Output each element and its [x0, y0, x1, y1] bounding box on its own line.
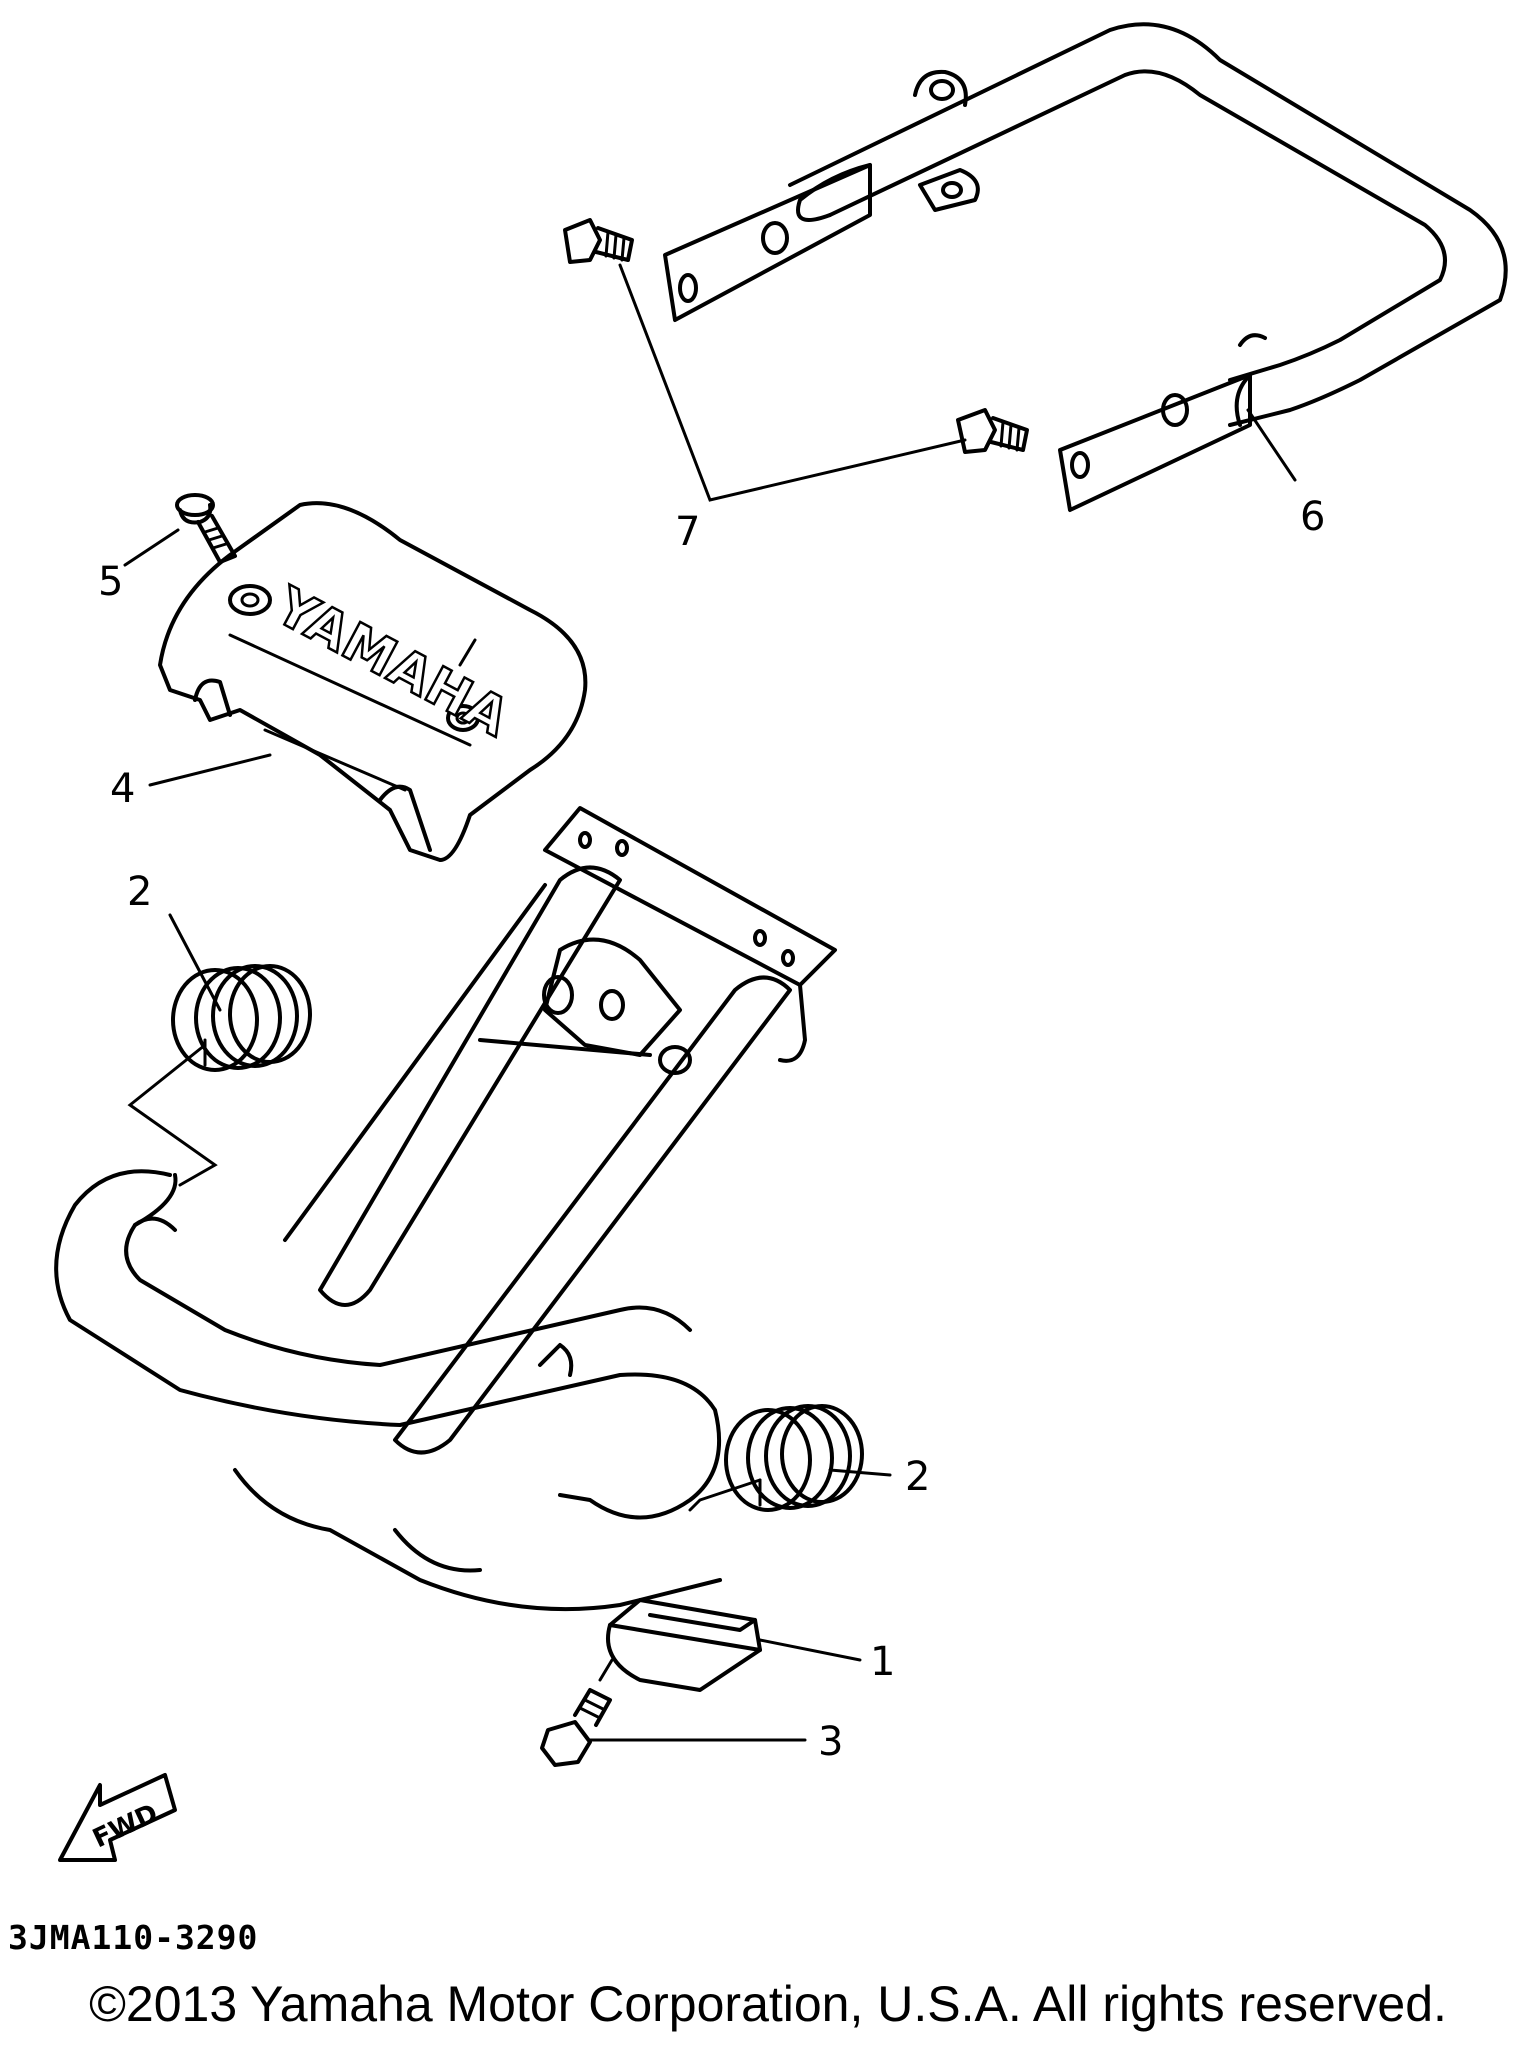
handlebar-damper-part: [171, 964, 864, 1512]
callout-7: 7: [675, 509, 700, 555]
callout-2-lower: 2: [905, 1454, 930, 1500]
grab-bar-part: [663, 22, 1508, 512]
drawing-code: 3JMA110-3290: [8, 1918, 259, 1957]
leader-lines: [123, 263, 1297, 1742]
callout-5: 5: [98, 559, 123, 605]
screw-part: [175, 493, 237, 564]
handlebar-cover-part: YAMAHA: [158, 501, 588, 862]
callout-6: 6: [1300, 494, 1325, 540]
hex-bolt-part: [540, 1688, 612, 1767]
callout-2-upper: 2: [127, 869, 152, 915]
callout-3: 3: [818, 1719, 843, 1765]
callout-1: 1: [870, 1639, 895, 1685]
handlebar-assembly-part: [54, 806, 837, 1612]
forward-arrow-icon: FWD: [58, 1773, 177, 1862]
brand-mark-text: YAMAHA: [265, 576, 519, 749]
flange-bolt-part: [563, 218, 1029, 454]
lower-bracket-part: [606, 1598, 762, 1692]
callout-4: 4: [110, 766, 135, 812]
copyright-notice: ©2013 Yamaha Motor Corporation, U.S.A. A…: [89, 1976, 1447, 2032]
